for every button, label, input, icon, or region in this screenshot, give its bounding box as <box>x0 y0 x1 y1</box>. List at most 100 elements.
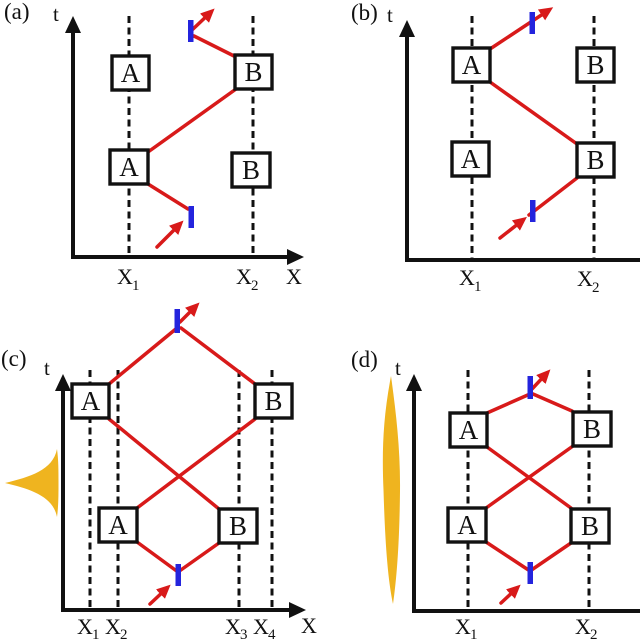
photon-path-segment <box>485 445 573 510</box>
box-frame <box>253 382 294 420</box>
box-letter: B <box>242 155 260 185</box>
photon-entry-arrow <box>155 220 184 249</box>
polarizer-tick <box>174 309 180 333</box>
t-axis-label: t <box>44 356 50 380</box>
box-letter: B <box>581 511 599 541</box>
photon-exit-arrow <box>190 8 215 32</box>
panel-b: (b) t A A B B X 1 X 2 <box>351 0 640 296</box>
photon-exit-arrow <box>530 369 551 391</box>
x-axis-label: X <box>301 613 317 638</box>
photon-path-segment <box>192 34 238 59</box>
photon-path-segment <box>485 392 532 415</box>
photon-entry-arrow <box>148 584 171 606</box>
panel-label: (c) <box>1 346 27 371</box>
x-tick-label-base: X <box>77 614 93 639</box>
box-frame <box>448 411 489 449</box>
photon-path-segment <box>531 392 574 413</box>
box-B-top: B <box>253 382 294 420</box>
polarizer-tick <box>527 376 533 399</box>
box-frame <box>110 54 151 92</box>
t-axis-label: t <box>387 3 393 27</box>
photon-path-segment <box>146 182 190 211</box>
box-letter: B <box>586 145 604 175</box>
x-tick-label-base: X <box>577 266 593 291</box>
polarizer-tick <box>175 564 181 586</box>
x-tick-label-base: X <box>225 614 241 639</box>
x-tick-label-sub: 2 <box>590 627 598 640</box>
photon-path-segment <box>135 540 180 574</box>
photon-path-segment <box>179 326 257 386</box>
box-letter: B <box>264 386 282 416</box>
panel-d: (d) t A B A B X 1 <box>351 347 640 640</box>
photon-path-segment <box>176 541 221 574</box>
box-letter: A <box>462 50 482 80</box>
box-frame <box>446 506 488 544</box>
x-tick-label-sub: 1 <box>132 278 140 294</box>
box-frame <box>233 53 274 91</box>
box-frame <box>217 507 259 545</box>
box-frame <box>70 382 111 420</box>
x-tick-label-base: X <box>105 614 121 639</box>
box-letter: A <box>461 144 481 174</box>
box-letter: A <box>81 386 101 416</box>
polarizer-tick <box>188 206 194 228</box>
box-letter: B <box>586 50 604 80</box>
x-tick-label-sub: 4 <box>268 627 276 640</box>
photon-exit-arrow <box>488 7 554 51</box>
box-B-bottom: B <box>569 507 611 545</box>
box-letter: A <box>119 152 139 182</box>
box-B-mid: B <box>575 141 616 179</box>
t-axis-label: t <box>53 2 59 26</box>
box-frame <box>450 140 491 178</box>
polarizer-tick <box>529 12 535 34</box>
x-tick-label-base: X <box>117 264 133 289</box>
box-A-mid: A <box>450 140 491 178</box>
x-tick-label-sub: 2 <box>251 278 259 294</box>
panel-a: (a) t A A B B X 1 X 2 X <box>4 0 304 294</box>
x-tick-label-sub: 3 <box>240 627 248 640</box>
photon-path-segment <box>488 80 579 146</box>
panel-label: (b) <box>351 0 378 25</box>
panel-label: (a) <box>4 0 30 24</box>
box-A-bottom: A <box>97 506 139 544</box>
box-letter: A <box>459 415 479 445</box>
box-B-top: B <box>575 46 616 84</box>
panel-label: (d) <box>351 347 378 372</box>
box-A-top: A <box>110 54 151 92</box>
x-axis-label: X <box>286 264 302 289</box>
x-tick-label-sub: 2 <box>120 627 128 640</box>
box-A-top: A <box>70 382 111 420</box>
photon-path-segment <box>146 87 238 154</box>
x-tick-label-sub: 1 <box>474 279 482 295</box>
box-letter: A <box>121 58 141 88</box>
photon-path-segment <box>107 417 221 511</box>
x-tick-label-base: X <box>236 264 252 289</box>
photon-path-segment <box>484 540 532 573</box>
box-A-mid: A <box>108 148 150 186</box>
x-tick-label-base: X <box>455 614 471 639</box>
panel-c: (c) t A B A B <box>1 302 317 640</box>
box-B-mid: B <box>230 151 272 189</box>
x-tick-label-sub: 1 <box>470 627 478 640</box>
photon-entry-arrow <box>499 584 521 605</box>
polarizer-tick <box>530 200 536 222</box>
x-tick-label-sub: 2 <box>592 280 600 296</box>
polarizer-tick <box>188 20 194 42</box>
box-frame <box>571 410 613 448</box>
photon-exit-arrow <box>178 302 200 324</box>
photon-path-segment <box>135 417 257 510</box>
box-frame <box>230 151 272 189</box>
box-letter: A <box>457 510 477 540</box>
box-B-top: B <box>571 410 613 448</box>
pulse-envelope-narrow <box>5 449 59 517</box>
x-tick-label-base: X <box>253 614 269 639</box>
pulse-envelope-broad <box>382 376 401 604</box>
x-tick-label-base: X <box>459 265 475 290</box>
box-letter: B <box>583 414 601 444</box>
box-frame <box>569 507 611 545</box>
box-frame <box>575 46 616 84</box>
box-letter: B <box>229 511 247 541</box>
photon-path-segment <box>107 326 179 386</box>
